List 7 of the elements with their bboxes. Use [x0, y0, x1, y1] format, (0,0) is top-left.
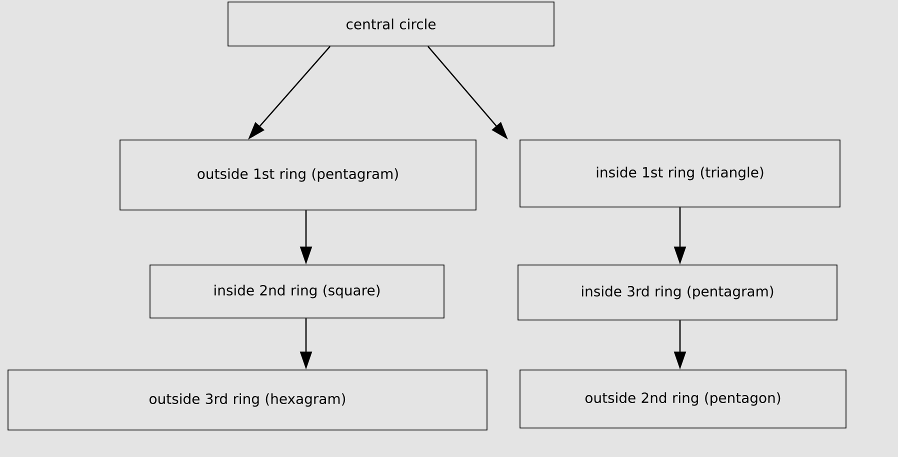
process-box: outside 1st ring (pentagram)	[120, 140, 476, 210]
process-box: central circle	[228, 2, 554, 46]
process-box: inside 2nd ring (square)	[150, 264, 444, 318]
process-box: outside 2nd ring (pentagon)	[520, 370, 846, 428]
process-box: inside 3rd ring (pentagram)	[518, 264, 838, 320]
process-box: inside 1st ring (triangle)	[520, 140, 840, 208]
process-box: outside 3rd ring (hexagram)	[8, 370, 488, 430]
